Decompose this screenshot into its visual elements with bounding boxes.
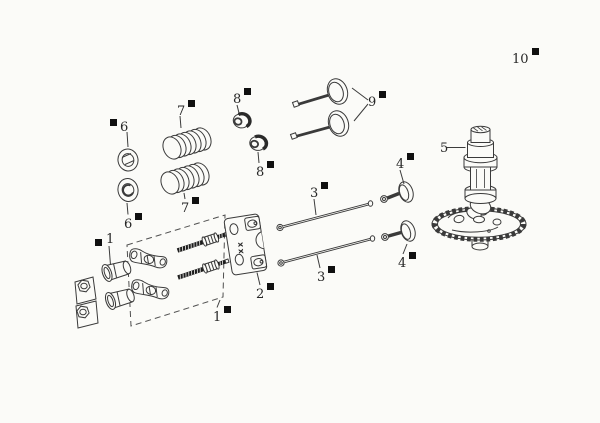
- callout-marker: [110, 119, 117, 126]
- callout-marker: [244, 88, 252, 95]
- plate-marking: xx: [235, 240, 245, 254]
- callout-6-upper: 6: [110, 119, 128, 135]
- callout-5: 5: [440, 141, 449, 156]
- rocker-plate: xx: [223, 213, 268, 276]
- callout-marker: [192, 197, 200, 204]
- rocker-stud-lower: [177, 258, 230, 280]
- callout-marker: [379, 91, 387, 98]
- callout-marker: [267, 161, 275, 168]
- callout-2: 2: [256, 283, 275, 302]
- cam-gear: [431, 206, 527, 251]
- camshaft: [463, 125, 498, 215]
- valves: [289, 78, 350, 140]
- valve-spring-lower: [160, 162, 210, 195]
- pivot-bushings: [101, 260, 135, 310]
- callout-marker: [95, 239, 102, 246]
- push-rods: [276, 200, 376, 267]
- leader-lines: [108, 87, 466, 308]
- rocker-assembly-outline: [126, 214, 226, 327]
- rocker-arm-lower: [131, 279, 170, 300]
- callout-3-lower: 3: [317, 266, 336, 285]
- callout-marker: [321, 182, 329, 189]
- callout-8-lower: 8: [256, 161, 275, 180]
- callout-marker: [267, 283, 275, 290]
- lock-nut-boxes: [74, 276, 99, 329]
- callout-9: 9: [368, 91, 387, 110]
- lock-nuts: [76, 279, 91, 319]
- callout-10: 10: [512, 48, 539, 67]
- callout-marker: [328, 266, 336, 273]
- callout-6-lower: 6: [124, 213, 143, 232]
- spring-retainers: [117, 148, 139, 202]
- callout-4-upper: 4: [396, 153, 415, 172]
- callout-4-lower: 4: [398, 252, 417, 271]
- valve-spring-upper: [162, 127, 212, 160]
- callout-7-lower: 7: [181, 197, 200, 216]
- callout-1-lower: 1: [213, 306, 232, 325]
- valve-stem-seals: [232, 112, 269, 151]
- callout-1-upper: 1: [95, 232, 114, 247]
- callout-marker: [531, 48, 539, 55]
- callout-marker: [224, 306, 232, 313]
- callout-marker: [409, 252, 417, 259]
- valve-tappets: [380, 181, 416, 242]
- callout-marker: [188, 100, 196, 107]
- callout-8-upper: 8: [233, 88, 252, 107]
- callout-marker: [135, 213, 143, 220]
- callout-7-upper: 7: [177, 100, 196, 119]
- callout-marker: [407, 153, 415, 160]
- rocker-arm-upper: [129, 248, 168, 269]
- rocker-stud-upper: [176, 231, 230, 253]
- callout-3-upper: 3: [310, 182, 329, 201]
